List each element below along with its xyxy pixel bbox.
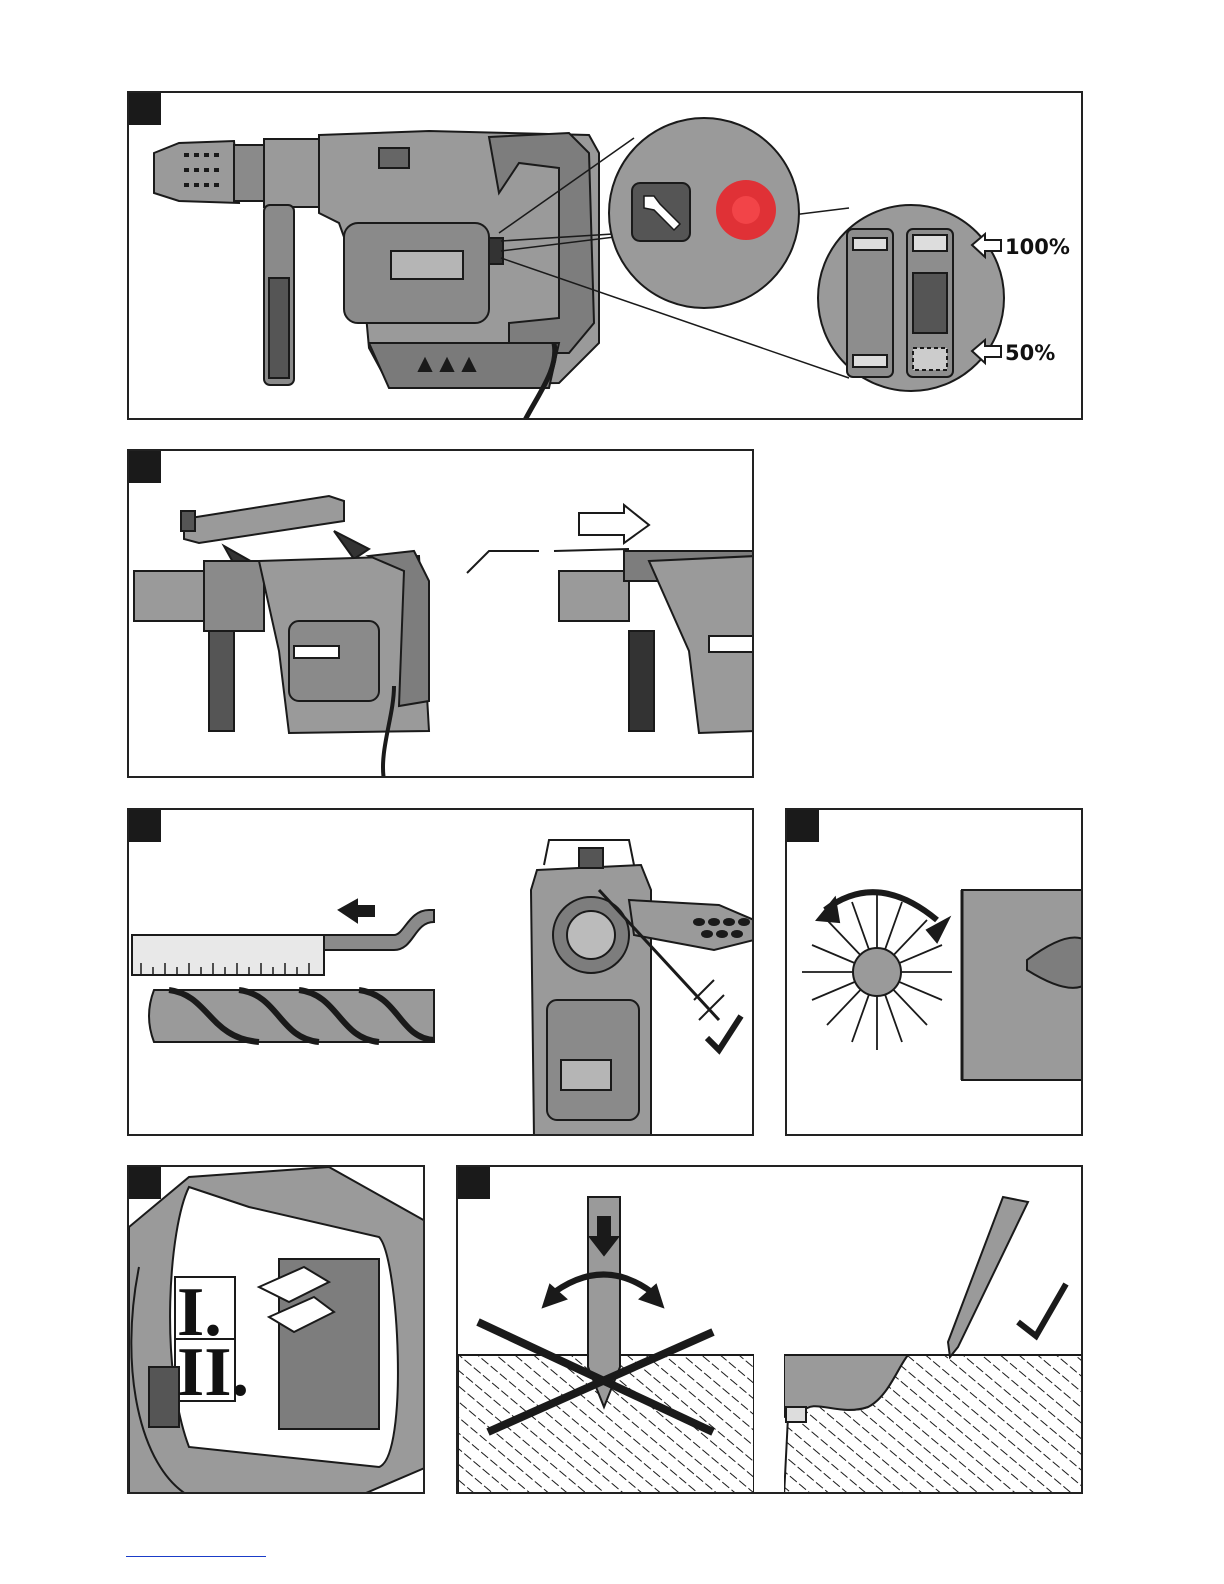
figure-6-panel (456, 1165, 1083, 1494)
figure-3-illustration (129, 810, 754, 1136)
label-50-percent: 50% (1005, 341, 1055, 365)
rotary-hammer-drill (154, 131, 599, 420)
figure-4-illustration (787, 810, 1083, 1136)
label-100-percent: 100% (1005, 235, 1070, 259)
figure-1-illustration: 100% 50% (129, 93, 1083, 420)
figure-2-panel (127, 449, 754, 778)
figure-5-illustration: I. II. (129, 1167, 425, 1494)
figure-5-panel: I. II. (127, 1165, 425, 1494)
footer-rule (126, 1556, 266, 1557)
switch-position-II: II. (177, 1334, 249, 1411)
figure-1-panel: 100% 50% (127, 91, 1083, 420)
figure-3-panel (127, 808, 754, 1136)
figure-4-panel (785, 808, 1083, 1136)
figure-2-illustration (129, 451, 754, 778)
figure-6-illustration (458, 1167, 1083, 1494)
